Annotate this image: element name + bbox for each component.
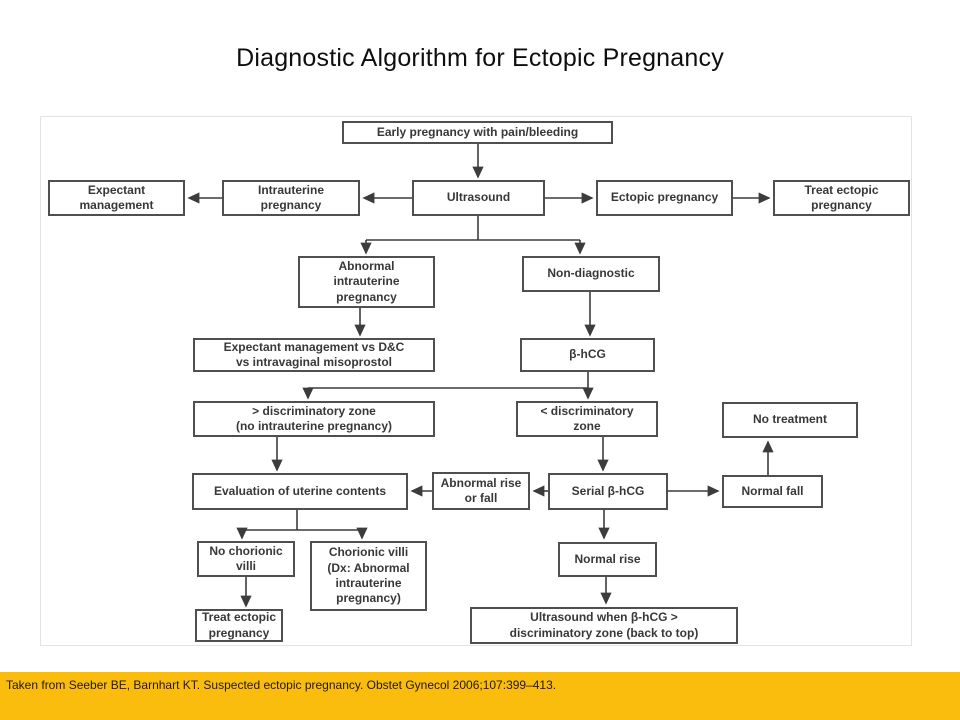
node-expectant-management: Expectant management [48, 180, 185, 216]
citation-bar: Taken from Seeber BE, Barnhart KT. Suspe… [0, 672, 960, 720]
citation-text: Taken from Seeber BE, Barnhart KT. Suspe… [6, 678, 557, 692]
node-early-pregnancy: Early pregnancy with pain/bleeding [342, 121, 613, 144]
node-non-diagnostic: Non-diagnostic [522, 256, 660, 292]
node-normal-fall: Normal fall [722, 475, 823, 508]
node-intrauterine-pregnancy: Intrauterine pregnancy [222, 180, 360, 216]
node-ultrasound: Ultrasound [412, 180, 545, 216]
node-abnormal-intrauterine-pregnancy: Abnormal intrauterine pregnancy [298, 256, 435, 308]
node-bhcg: β-hCG [520, 338, 655, 372]
slide-title: Diagnostic Algorithm for Ectopic Pregnan… [236, 44, 724, 72]
node-serial-bhcg: Serial β-hCG [548, 473, 668, 510]
node-management-options: Expectant management vs D&C vs intravagi… [193, 338, 435, 372]
node-ultrasound-repeat: Ultrasound when β-hCG > discriminatory z… [470, 607, 738, 644]
node-ectopic-pregnancy: Ectopic pregnancy [596, 180, 733, 216]
node-no-chorionic-villi: No chorionic villi [197, 541, 295, 577]
node-treat-ectopic-bottom: Treat ectopic pregnancy [195, 609, 283, 642]
node-no-treatment: No treatment [722, 402, 858, 438]
node-normal-rise: Normal rise [558, 542, 657, 577]
node-below-discriminatory-zone: < discriminatory zone [516, 401, 658, 437]
node-abnormal-rise-or-fall: Abnormal rise or fall [432, 472, 530, 510]
node-above-discriminatory-zone: > discriminatory zone (no intrauterine p… [193, 401, 435, 437]
node-treat-ectopic-top: Treat ectopic pregnancy [773, 180, 910, 216]
node-evaluation-uterine-contents: Evaluation of uterine contents [192, 473, 408, 510]
node-chorionic-villi: Chorionic villi (Dx: Abnormal intrauteri… [310, 541, 427, 611]
